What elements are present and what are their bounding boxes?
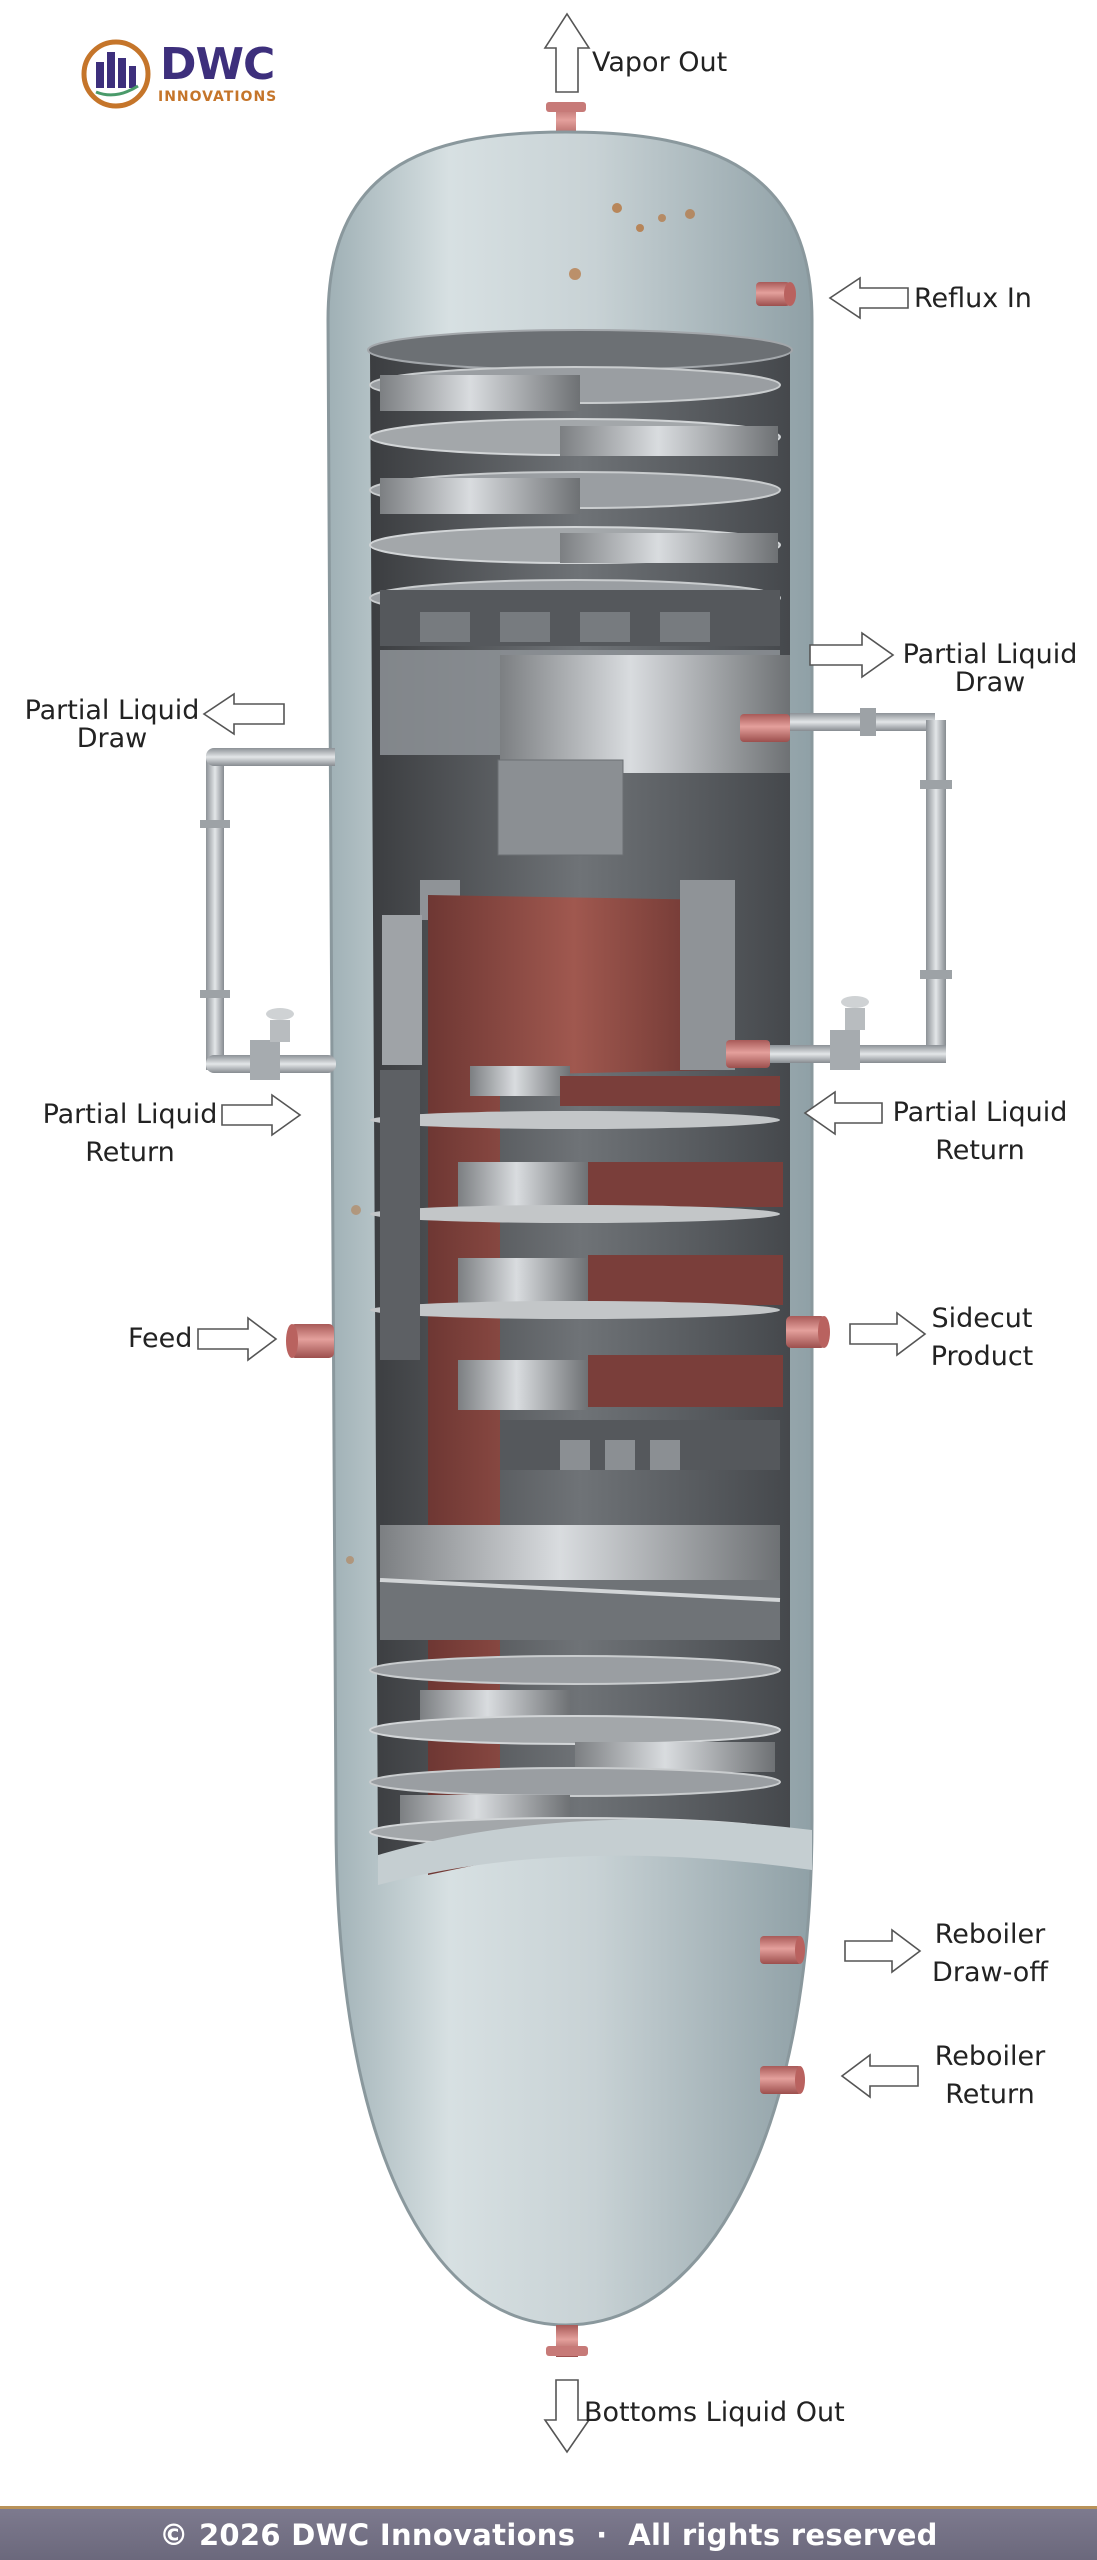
logo-mark [81, 39, 151, 109]
partial-return-right-nozzle [726, 1040, 770, 1068]
bottoms-out-arrow [543, 2379, 591, 2454]
label-bottoms-out: Bottoms Liquid Out [584, 2397, 845, 2428]
brand-logo: DWC INNOVATIONS [78, 34, 288, 114]
feed-arrow [197, 1316, 278, 1362]
lower-trays [369, 1525, 781, 1847]
label-partial-return-left: Partial Liquid Return [42, 1099, 218, 1168]
copyright-footer: © 2026 DWC Innovations · All rights rese… [0, 2506, 1097, 2560]
partial-draw-left-arrow [202, 692, 285, 736]
label-partial-return-right: Partial Liquid Return [892, 1097, 1068, 1166]
label-reboiler-return: Reboiler Return [934, 2041, 1046, 2110]
label-partial-draw-right: Partial Liquid Draw [902, 639, 1078, 698]
partial-draw-right-arrow [809, 631, 895, 679]
label-reboiler-drawoff: Reboiler Draw-off [932, 1919, 1048, 1988]
label-partial-draw-left: Partial Liquid Draw [24, 695, 200, 754]
label-sidecut: Sidecut Product [930, 1303, 1034, 1372]
bottom-head-rim [378, 1819, 812, 1885]
label-reflux-in: Reflux In [914, 283, 1032, 314]
reboiler-drawoff-nozzle [760, 1936, 805, 1964]
bottoms-out-nozzle [546, 2325, 588, 2357]
feed-nozzle [286, 1324, 334, 1358]
reboiler-return-nozzle [760, 2066, 805, 2094]
reflux-in-arrow [828, 276, 909, 320]
right-pump-around-pipe [770, 708, 952, 1070]
sidecut-arrow [849, 1311, 927, 1357]
label-feed: Feed [128, 1323, 193, 1354]
brand-name: DWC [160, 39, 275, 90]
partial-return-right-arrow [803, 1090, 883, 1136]
partial-draw-right-nozzle [740, 714, 790, 742]
partial-return-left-arrow [221, 1093, 302, 1137]
vapor-out-arrow [543, 12, 591, 93]
reboiler-return-arrow [840, 2053, 919, 2099]
divided-section-trays [370, 1066, 783, 1470]
upper-trays [369, 366, 781, 646]
liquid-collector-distributor [380, 650, 790, 856]
left-pump-around-pipe [200, 748, 336, 1080]
reflux-in-nozzle [756, 282, 796, 306]
brand-subtitle: INNOVATIONS [158, 89, 278, 105]
label-vapor-out: Vapor Out [592, 47, 728, 78]
reboiler-drawoff-arrow [844, 1928, 922, 1974]
sidecut-nozzle [786, 1316, 830, 1348]
footer-text: © 2026 DWC Innovations · All rights rese… [159, 2517, 938, 2552]
